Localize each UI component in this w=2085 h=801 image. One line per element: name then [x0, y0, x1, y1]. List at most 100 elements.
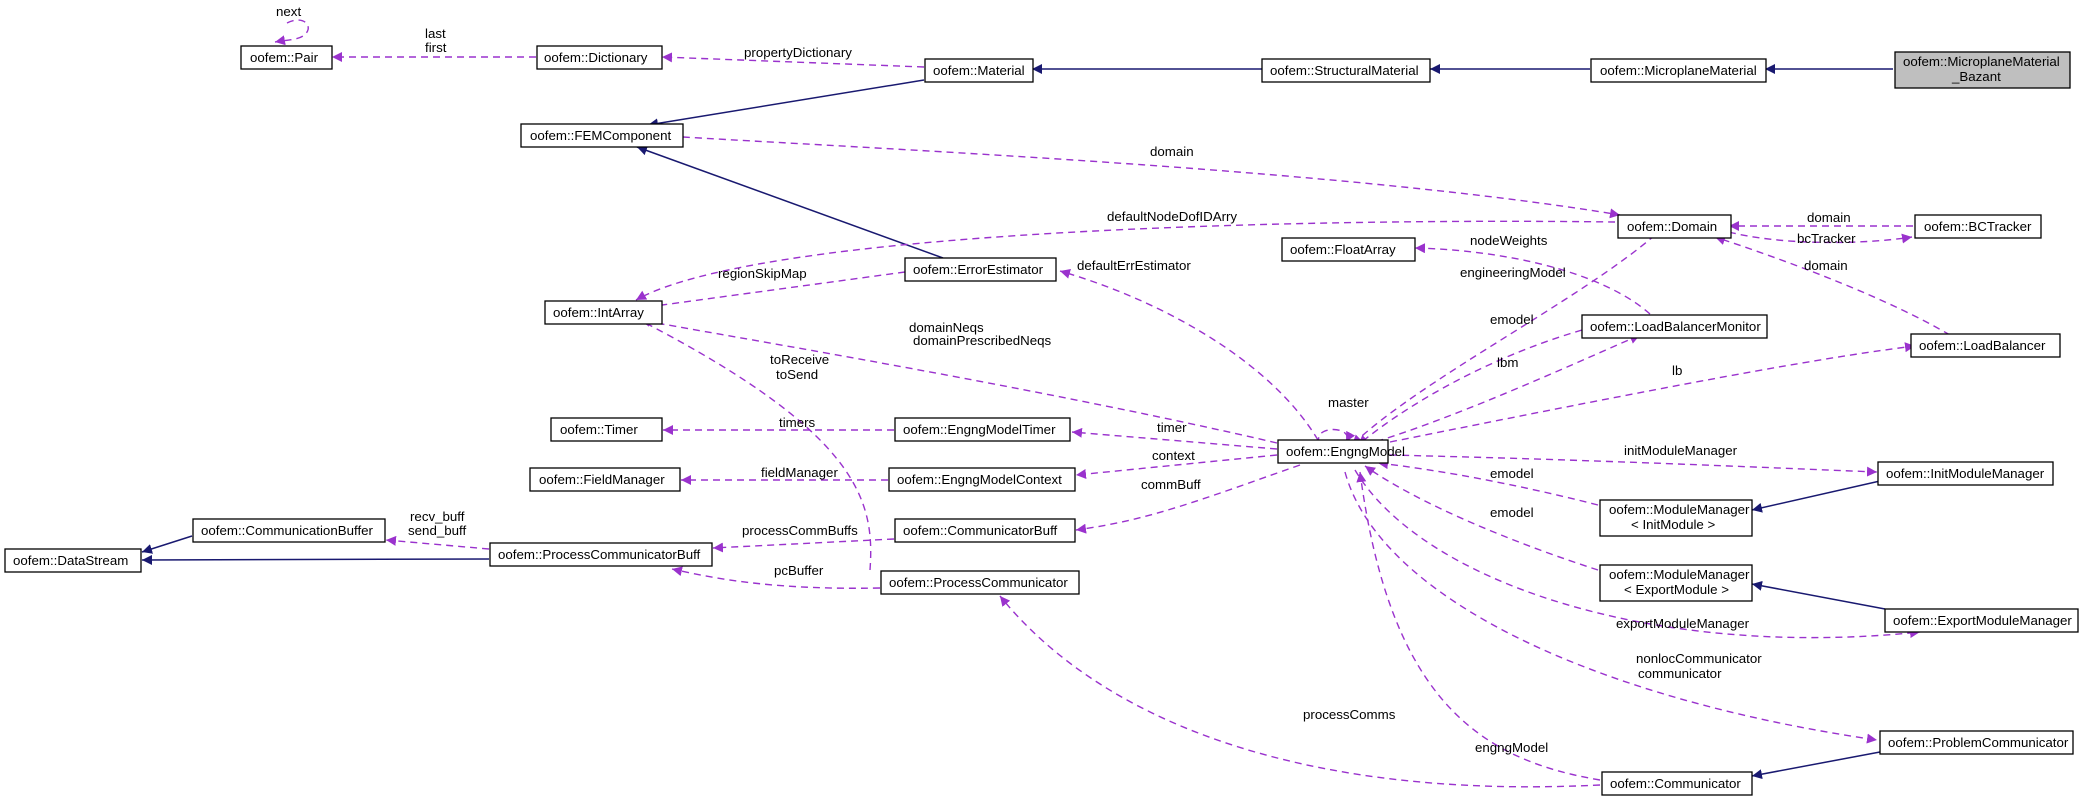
svg-text:oofem::ProcessCommunicator: oofem::ProcessCommunicator — [889, 575, 1068, 590]
svg-text:oofem::CommunicatorBuff: oofem::CommunicatorBuff — [903, 523, 1058, 538]
edge-commbuffer-to-datastream — [141, 535, 193, 554]
label-last: last — [425, 26, 446, 41]
node-material[interactable]: oofem::Material — [924, 58, 1034, 83]
node-engngmodeltimer[interactable]: oofem::EngngModelTimer — [894, 417, 1071, 442]
node-microplane-material-bazant[interactable]: oofem::MicroplaneMaterial _Bazant — [1894, 51, 2071, 89]
edge-engngmodel-to-intarray — [639, 316, 1278, 444]
label-lbm: lbm — [1497, 355, 1518, 370]
node-timer[interactable]: oofem::Timer — [550, 417, 663, 442]
svg-text:oofem::Pair: oofem::Pair — [250, 50, 319, 65]
label-pcbuffer: pcBuffer — [774, 563, 824, 578]
edge-engngmodel-to-commbuff — [1075, 464, 1301, 534]
edge-engngmodel-to-initmm — [1389, 454, 1878, 477]
label-processcommbuffs: processCommBuffs — [742, 523, 858, 538]
node-initmodulemanager[interactable]: oofem::InitModuleManager — [1877, 461, 2054, 486]
edge-communicator-to-engngmodel — [1356, 471, 1601, 781]
svg-text:oofem::Domain: oofem::Domain — [1627, 219, 1717, 234]
edge-errorestimator-to-intarray — [639, 271, 906, 312]
node-modulemanager-initmodule[interactable]: oofem::ModuleManager < InitModule > — [1599, 499, 1753, 537]
svg-text:oofem::MicroplaneMaterial: oofem::MicroplaneMaterial — [1600, 63, 1757, 78]
node-datastream[interactable]: oofem::DataStream — [4, 548, 142, 573]
svg-text:oofem::Timer: oofem::Timer — [560, 422, 638, 437]
svg-text:oofem::ErrorEstimator: oofem::ErrorEstimator — [913, 262, 1044, 277]
node-communicatorbuff[interactable]: oofem::CommunicatorBuff — [894, 518, 1076, 543]
node-domain[interactable]: oofem::Domain — [1617, 214, 1732, 239]
node-intarray[interactable]: oofem::IntArray — [544, 300, 663, 325]
edge-material-to-femcomponent — [647, 79, 925, 129]
label-send-buff: send_buff — [408, 523, 466, 538]
label-engngmodel: engngModel — [1475, 740, 1548, 755]
edge-domain-to-intarray — [635, 220, 1616, 301]
nodes: oofem::MicroplaneMaterial _Bazant oofem:… — [4, 45, 2079, 796]
label-timer: timer — [1157, 420, 1187, 435]
label-toreceive: toReceive — [770, 352, 829, 367]
node-pair[interactable]: oofem::Pair — [240, 45, 333, 70]
svg-text:oofem::FEMComponent: oofem::FEMComponent — [530, 128, 671, 143]
label-domain-bct: domain — [1807, 210, 1851, 225]
node-femcomponent[interactable]: oofem::FEMComponent — [520, 123, 684, 148]
node-processcommunicatorbuff[interactable]: oofem::ProcessCommunicatorBuff — [489, 542, 713, 567]
edge-errorestimator-to-femcomponent — [636, 145, 944, 259]
node-communicator[interactable]: oofem::Communicator — [1601, 771, 1753, 796]
label-domain-fem: domain — [1150, 144, 1194, 159]
edge-modulemanager-init-to-engngmodel — [1377, 459, 1599, 506]
label-emodel-lbm: emodel — [1490, 312, 1534, 327]
edge-engngmodel-to-problemcomm — [1344, 471, 1878, 744]
edge-engngmodel-to-errorestimator — [1059, 268, 1319, 441]
svg-text:oofem::CommunicationBuffer: oofem::CommunicationBuffer — [201, 523, 374, 538]
edge-lb-to-domain — [1714, 235, 1951, 336]
svg-text:oofem::ModuleManager: oofem::ModuleManager — [1609, 567, 1750, 582]
node-floatarray[interactable]: oofem::FloatArray — [1281, 237, 1416, 262]
node-problemcommunicator[interactable]: oofem::ProblemCommunicator — [1879, 730, 2074, 755]
edge-lbm-to-engngmodel — [1357, 329, 1583, 446]
edge-processcomm-to-pcbuff — [671, 566, 881, 589]
label-domain-lb: domain — [1804, 258, 1848, 273]
label-timers: timers — [779, 415, 816, 430]
svg-text:oofem::Material: oofem::Material — [933, 63, 1025, 78]
node-processcommunicator[interactable]: oofem::ProcessCommunicator — [880, 570, 1080, 595]
node-microplane-material[interactable]: oofem::MicroplaneMaterial — [1590, 58, 1767, 83]
label-fieldmanager: fieldManager — [761, 465, 838, 480]
node-engngmodel[interactable]: oofem::EngngModel — [1277, 439, 1405, 464]
edge-engngmodel-to-exportmm — [1354, 469, 1921, 639]
usage-edges — [274, 19, 1951, 788]
node-errorestimator[interactable]: oofem::ErrorEstimator — [904, 257, 1057, 282]
node-bctracker[interactable]: oofem::BCTracker — [1914, 214, 2042, 239]
node-engngmodelcontext[interactable]: oofem::EngngModelContext — [888, 467, 1076, 492]
svg-text:oofem::ModuleManager: oofem::ModuleManager — [1609, 502, 1750, 517]
svg-text:oofem::ProcessCommunicatorBuff: oofem::ProcessCommunicatorBuff — [498, 547, 701, 562]
svg-text:oofem::IntArray: oofem::IntArray — [553, 305, 644, 320]
label-processcomms: processComms — [1303, 707, 1396, 722]
label-exportmodulemanager: exportModuleManager — [1616, 616, 1750, 631]
label-propertydictionary: propertyDictionary — [744, 45, 852, 60]
label-tosend: toSend — [776, 367, 818, 382]
edge-engngmodel-to-lbm — [1364, 334, 1641, 446]
svg-text:oofem::LoadBalancer: oofem::LoadBalancer — [1919, 338, 2046, 353]
svg-text:oofem::MicroplaneMaterial: oofem::MicroplaneMaterial — [1903, 54, 2060, 69]
label-next: next — [276, 4, 301, 19]
label-defaultnodedofidarry: defaultNodeDofIDArry — [1107, 209, 1237, 224]
edge-pair-next — [274, 19, 309, 46]
label-context: context — [1152, 448, 1195, 463]
edge-processcomm-to-intarray — [619, 309, 872, 571]
node-dictionary[interactable]: oofem::Dictionary — [536, 45, 663, 70]
label-recv-buff: recv_buff — [410, 509, 465, 524]
node-loadbalancer[interactable]: oofem::LoadBalancer — [1910, 333, 2061, 358]
edge-commbuff-to-pcbuff — [712, 538, 895, 553]
edge-pcbuff-to-datastream — [141, 554, 490, 565]
node-communicationbuffer[interactable]: oofem::CommunicationBuffer — [192, 518, 386, 543]
node-structural-material[interactable]: oofem::StructuralMaterial — [1261, 58, 1431, 83]
node-fieldmanager[interactable]: oofem::FieldManager — [529, 467, 681, 492]
node-exportmodulemanager[interactable]: oofem::ExportModuleManager — [1884, 608, 2079, 633]
svg-text:oofem::StructuralMaterial: oofem::StructuralMaterial — [1270, 63, 1419, 78]
node-loadbalancermonitor[interactable]: oofem::LoadBalancerMonitor — [1581, 314, 1768, 339]
label-regionskipmap: regionSkipMap — [718, 266, 807, 281]
label-domainneqs: domainNeqs — [909, 320, 984, 335]
edge-engngmodel-master — [1317, 428, 1356, 445]
svg-text:oofem::InitModuleManager: oofem::InitModuleManager — [1886, 466, 2045, 481]
label-master: master — [1328, 395, 1369, 410]
node-modulemanager-exportmodule[interactable]: oofem::ModuleManager < ExportModule > — [1599, 564, 1753, 602]
edge-material-to-dictionary — [661, 52, 925, 68]
label-engineeringmodel: engineeringModel — [1460, 265, 1566, 280]
